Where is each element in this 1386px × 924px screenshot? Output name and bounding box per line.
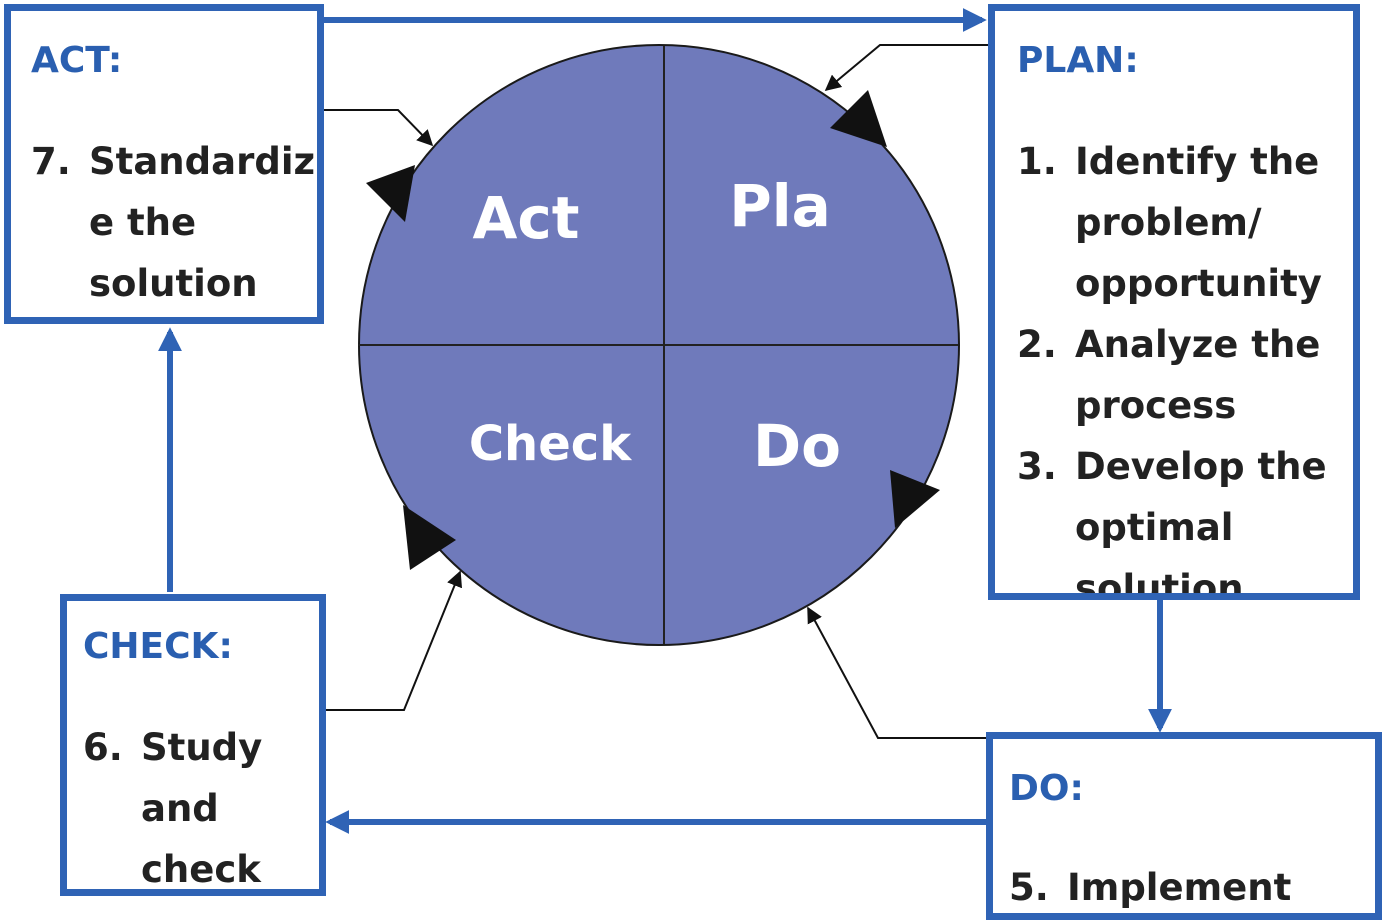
cycle-arrowhead-bottom-left — [403, 505, 456, 570]
plan-step-1: 1. Identify the problem/ opportunity — [1017, 131, 1353, 314]
quadrant-label-check: Check — [469, 416, 632, 472]
cycle-arrowhead-top-right — [830, 90, 887, 147]
step-number: 2. — [1017, 323, 1057, 366]
connector-check-to-circle — [322, 570, 462, 711]
step-line: check — [141, 848, 261, 891]
step-number: 5. — [1009, 866, 1049, 909]
cycle-arrowhead-top-left — [366, 165, 415, 222]
act-box: ACT: 7. Standardiz e the solution — [4, 4, 324, 324]
plan-step-3: 3. Develop the optimal solution — [1017, 436, 1353, 600]
step-number: 6. — [83, 726, 123, 769]
quadrant-label-do: Do — [753, 412, 841, 480]
step-line: Develop the — [1075, 445, 1327, 488]
step-line: e the — [89, 201, 197, 244]
step-number: 3. — [1017, 445, 1057, 488]
do-step-5: 5. Implement — [1009, 857, 1369, 913]
step-number: 1. — [1017, 140, 1057, 183]
step-line: Implement — [1067, 866, 1292, 909]
step-line: opportunity — [1075, 262, 1322, 305]
step-line: Identify the — [1075, 140, 1320, 183]
step-number: 7. — [31, 140, 71, 183]
plan-step-2: 2. Analyze the process — [1017, 314, 1353, 436]
quadrant-label-plan: Pla — [729, 172, 831, 240]
plan-box: PLAN: 1. Identify the problem/ opportuni… — [988, 4, 1360, 600]
step-line: Analyze the — [1075, 323, 1321, 366]
step-line: process — [1075, 384, 1237, 427]
check-box: CHECK: 6. Study and check — [60, 594, 326, 896]
connector-plan-to-circle — [824, 44, 995, 92]
step-line: optimal — [1075, 506, 1234, 549]
quadrant-label-act: Act — [473, 184, 580, 252]
step-line: Standardiz — [89, 140, 316, 183]
step-line: solution — [1075, 567, 1244, 600]
check-step-6: 6. Study and check — [83, 717, 319, 891]
plan-title: PLAN: — [1017, 40, 1139, 81]
check-title: CHECK: — [83, 626, 233, 667]
act-step-7: 7. Standardiz e the solution — [31, 131, 317, 314]
do-title: DO: — [1009, 768, 1084, 809]
step-line: solution — [89, 262, 258, 305]
step-line: and — [141, 787, 219, 830]
cycle-arrowhead-right — [890, 470, 940, 528]
connector-do-to-circle — [807, 606, 988, 739]
act-title: ACT: — [31, 40, 123, 81]
step-line: problem/ — [1075, 201, 1262, 244]
do-box: DO: 5. Implement — [986, 732, 1382, 920]
connector-act-to-circle — [322, 109, 434, 147]
step-line: Study — [141, 726, 263, 769]
